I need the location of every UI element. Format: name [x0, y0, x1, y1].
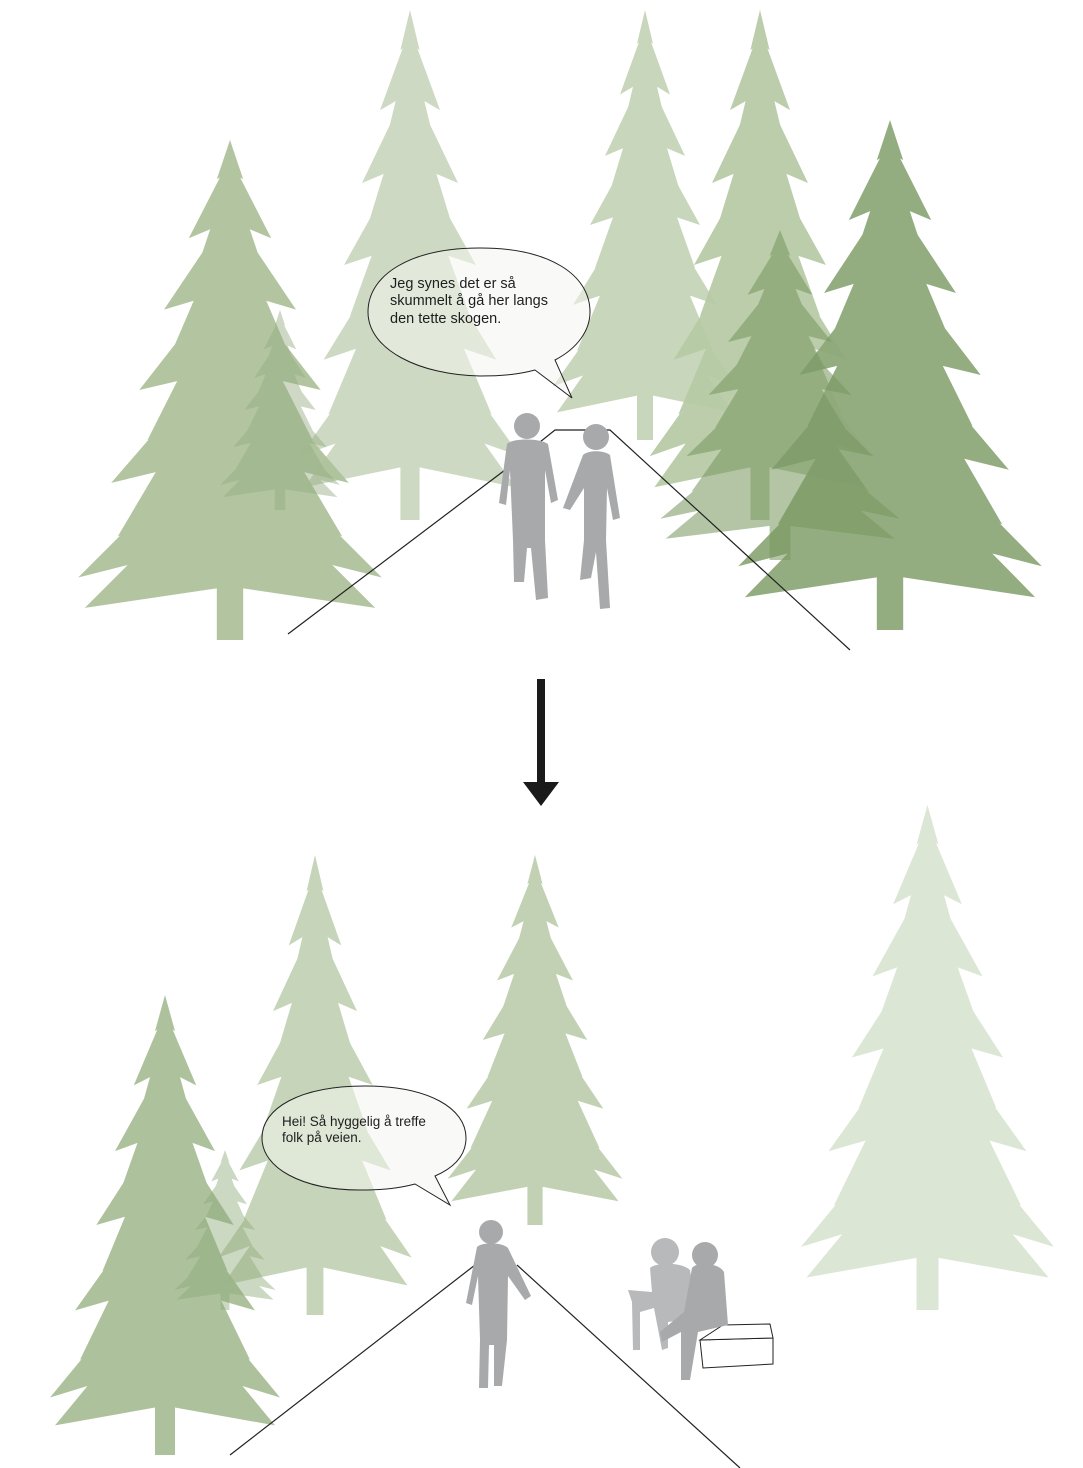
spruce-tree-icon	[78, 140, 382, 640]
spruce-tree-icon	[801, 805, 1054, 1310]
top-scene	[78, 10, 1042, 650]
person-silhouette-icon	[466, 1220, 531, 1388]
person-silhouette-icon	[563, 424, 620, 609]
speech-text-open-forest: Hei! Så hyggelig å treffe folk på veien.	[282, 1114, 462, 1146]
bench-icon	[700, 1324, 773, 1368]
speech-text-dense-forest: Jeg synes det er så skummelt å gå her la…	[390, 276, 590, 328]
bottom-scene	[50, 805, 1054, 1468]
spruce-tree-icon	[448, 855, 623, 1225]
down-arrow-icon	[523, 679, 559, 806]
